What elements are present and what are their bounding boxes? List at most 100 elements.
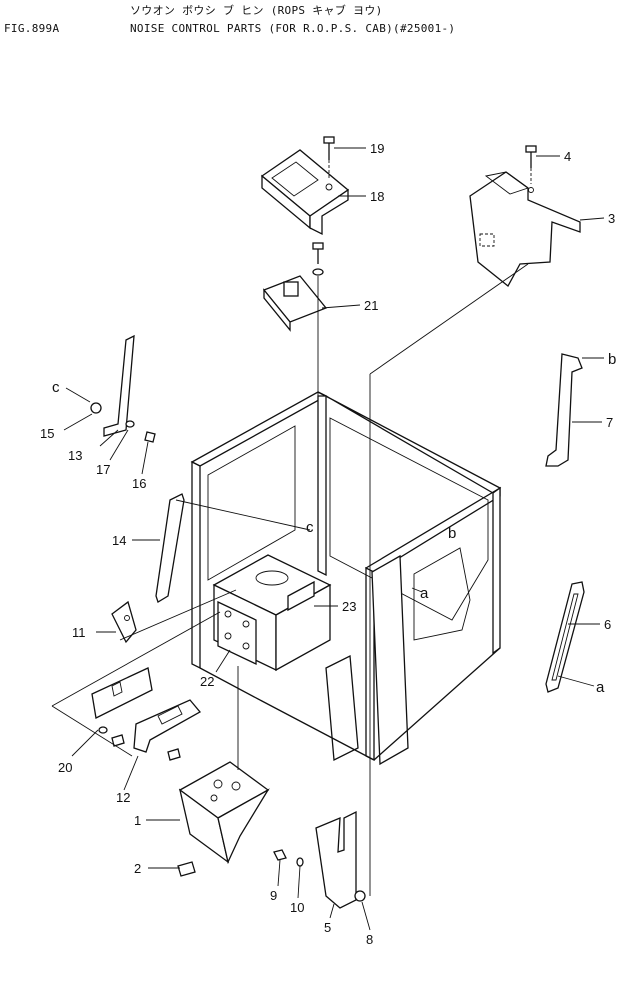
rear-window: [329, 417, 489, 621]
ref-a-2: a: [596, 679, 605, 696]
floor-edge-front-2: [259, 699, 375, 761]
title-english: NOISE CONTROL PARTS (FOR R.O.P.S. CAB)(#…: [130, 22, 456, 35]
ref-b-2: b: [608, 351, 616, 368]
callout-leaders: [63, 147, 605, 931]
bolt-head-icon: [525, 145, 537, 153]
leader-9: [277, 859, 281, 887]
bolt-hole: [124, 615, 130, 621]
callout-21: 21: [364, 298, 378, 313]
callout-numbers: 19 18 4 3 21 7 15 13 17 16 14 11 23 22 6…: [40, 141, 615, 947]
cover-23: [287, 580, 315, 612]
floor-edge-front: [199, 667, 261, 701]
callout-4: 4: [564, 149, 571, 164]
bolt-hole: [325, 183, 333, 191]
bracket-21-block: [283, 281, 299, 297]
guide-line: [119, 589, 237, 641]
plate-20: [91, 667, 153, 747]
washer-icon: [98, 726, 108, 734]
frame-right-post: [492, 486, 501, 655]
console-top-hole: [255, 570, 289, 586]
figure-number: FIG.899A: [4, 22, 60, 35]
leader-20: [71, 729, 99, 757]
leader-a-2: [557, 675, 595, 687]
ref-a-1: a: [420, 585, 429, 602]
cover-3-hidden-tab: [479, 233, 495, 247]
bolt-head-icon: [323, 136, 335, 144]
front-pillar: [371, 554, 409, 766]
callout-8: 8: [366, 932, 373, 947]
callout-22: 22: [200, 674, 214, 689]
bolt-hole: [231, 781, 241, 791]
bolt-2: [177, 861, 196, 877]
leader-a-1: [411, 587, 423, 593]
plate-12-body: [133, 699, 202, 753]
callout-20: 20: [58, 760, 72, 775]
plate-20-body: [91, 667, 153, 719]
bracket-18-slot: [271, 161, 319, 197]
ref-c-2: c: [306, 519, 314, 536]
strip-7: [545, 353, 583, 467]
leader-5: [329, 903, 335, 919]
washer-10: [296, 857, 304, 867]
leader-13: [99, 429, 119, 447]
bolt-icon: [167, 748, 181, 761]
frame-top-back-rail: [317, 391, 502, 494]
bracket-21: [262, 242, 328, 566]
clip-11: [111, 600, 137, 644]
leader-21: [321, 304, 361, 309]
guide-line: [51, 611, 221, 707]
leader-c-1: [65, 387, 91, 403]
strip-6-body: [545, 581, 585, 693]
bracket-21-side: [263, 288, 291, 332]
leader-22: [215, 649, 231, 673]
strip-14-body: [155, 493, 185, 603]
bolt-9: [273, 849, 287, 861]
plate-20-slot: [111, 681, 123, 697]
guide-lines: [51, 263, 529, 896]
guide-line: [175, 499, 311, 531]
plate-5-body: [315, 810, 357, 909]
cover-3: [469, 171, 581, 287]
plate-1: [177, 761, 270, 877]
bolt-19: [323, 136, 335, 180]
bolt-head-icon: [312, 242, 324, 250]
right-window: [413, 547, 471, 641]
bolt-hole: [224, 610, 232, 618]
leader-3: [579, 217, 605, 221]
washer-icon: [312, 268, 324, 276]
callout-3: 3: [608, 211, 615, 226]
bracket-22: [217, 600, 257, 666]
leader-10: [297, 865, 301, 899]
plate-12-slot: [157, 705, 183, 725]
bolt-hole: [528, 187, 534, 193]
plate-1-side: [217, 788, 270, 865]
cap-15: [90, 402, 102, 414]
callout-12: 12: [116, 790, 130, 805]
frame-rear-post: [317, 395, 327, 577]
callout-14: 14: [112, 533, 126, 548]
callout-5: 5: [324, 920, 331, 935]
bolt-hole: [224, 632, 232, 640]
callout-10: 10: [290, 900, 304, 915]
floor-stand: [325, 654, 359, 762]
cap-8: [354, 890, 366, 902]
rear-left-window: [207, 425, 296, 581]
bolt-hole: [242, 642, 250, 650]
callout-17: 17: [96, 462, 110, 477]
leader-12: [123, 755, 139, 791]
ref-b-1: b: [448, 525, 456, 542]
callout-13: 13: [68, 448, 82, 463]
bracket-18: [260, 149, 350, 236]
leader-15: [63, 413, 93, 431]
callout-1: 1: [134, 813, 141, 828]
bolt-16: [144, 431, 156, 443]
guide-line: [51, 705, 133, 757]
strip-13-body: [103, 334, 135, 437]
callout-15: 15: [40, 426, 54, 441]
strip-6-inner: [551, 593, 579, 681]
callout-11: 11: [72, 625, 86, 640]
strip-6: [545, 581, 585, 693]
callout-16: 16: [132, 476, 146, 491]
reference-letters: a a b b c c: [52, 351, 616, 696]
frame-top-left-rail: [190, 391, 328, 467]
